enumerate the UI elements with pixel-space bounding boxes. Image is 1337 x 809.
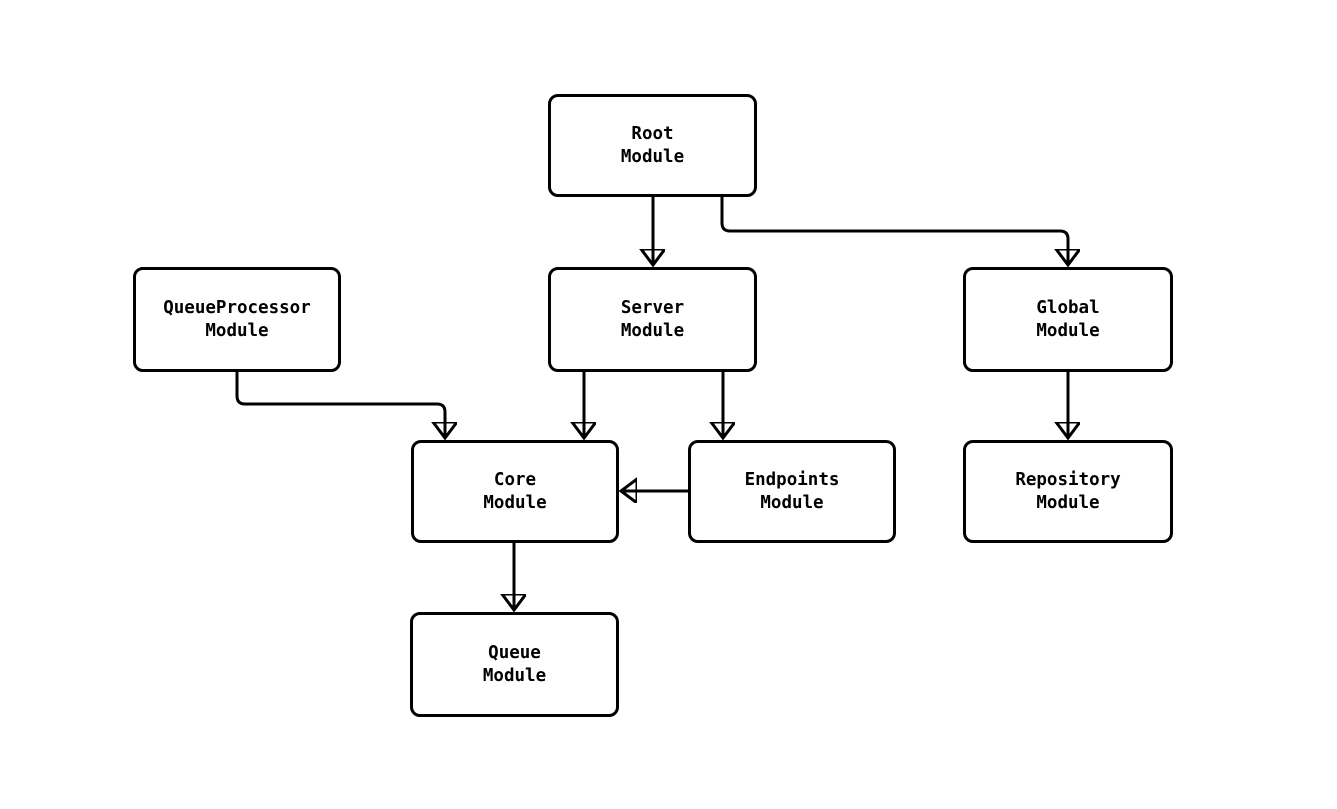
edge-root-to-global: [720, 197, 1068, 265]
node-repository-module: Repository Module: [963, 440, 1173, 543]
node-endpoints-module: Endpoints Module: [688, 440, 896, 543]
node-queue-module: Queue Module: [410, 612, 619, 717]
node-queueprocessor-module: QueueProcessor Module: [133, 267, 341, 372]
node-core-module: Core Module: [411, 440, 619, 543]
node-global-module: Global Module: [963, 267, 1173, 372]
edge-queueprocessor-to-core: [235, 372, 445, 438]
node-root-module: Root Module: [548, 94, 757, 197]
node-server-module: Server Module: [548, 267, 757, 372]
